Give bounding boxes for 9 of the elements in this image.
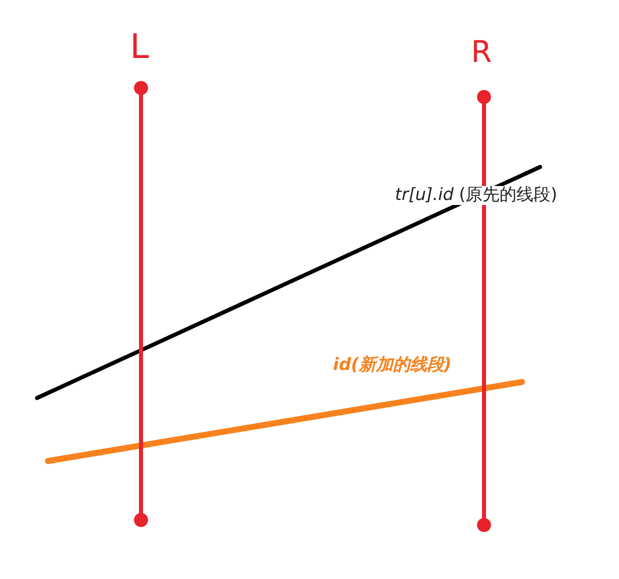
vertical-line [482,102,486,520]
line-name: R [471,38,492,68]
end-dot [477,518,491,532]
end-dot [134,513,148,527]
end-dot [477,90,491,104]
vertical-line [139,93,143,515]
segment-label: id(新加的线段) [333,357,452,374]
line-name: L [130,30,149,64]
end-dot [134,81,148,95]
